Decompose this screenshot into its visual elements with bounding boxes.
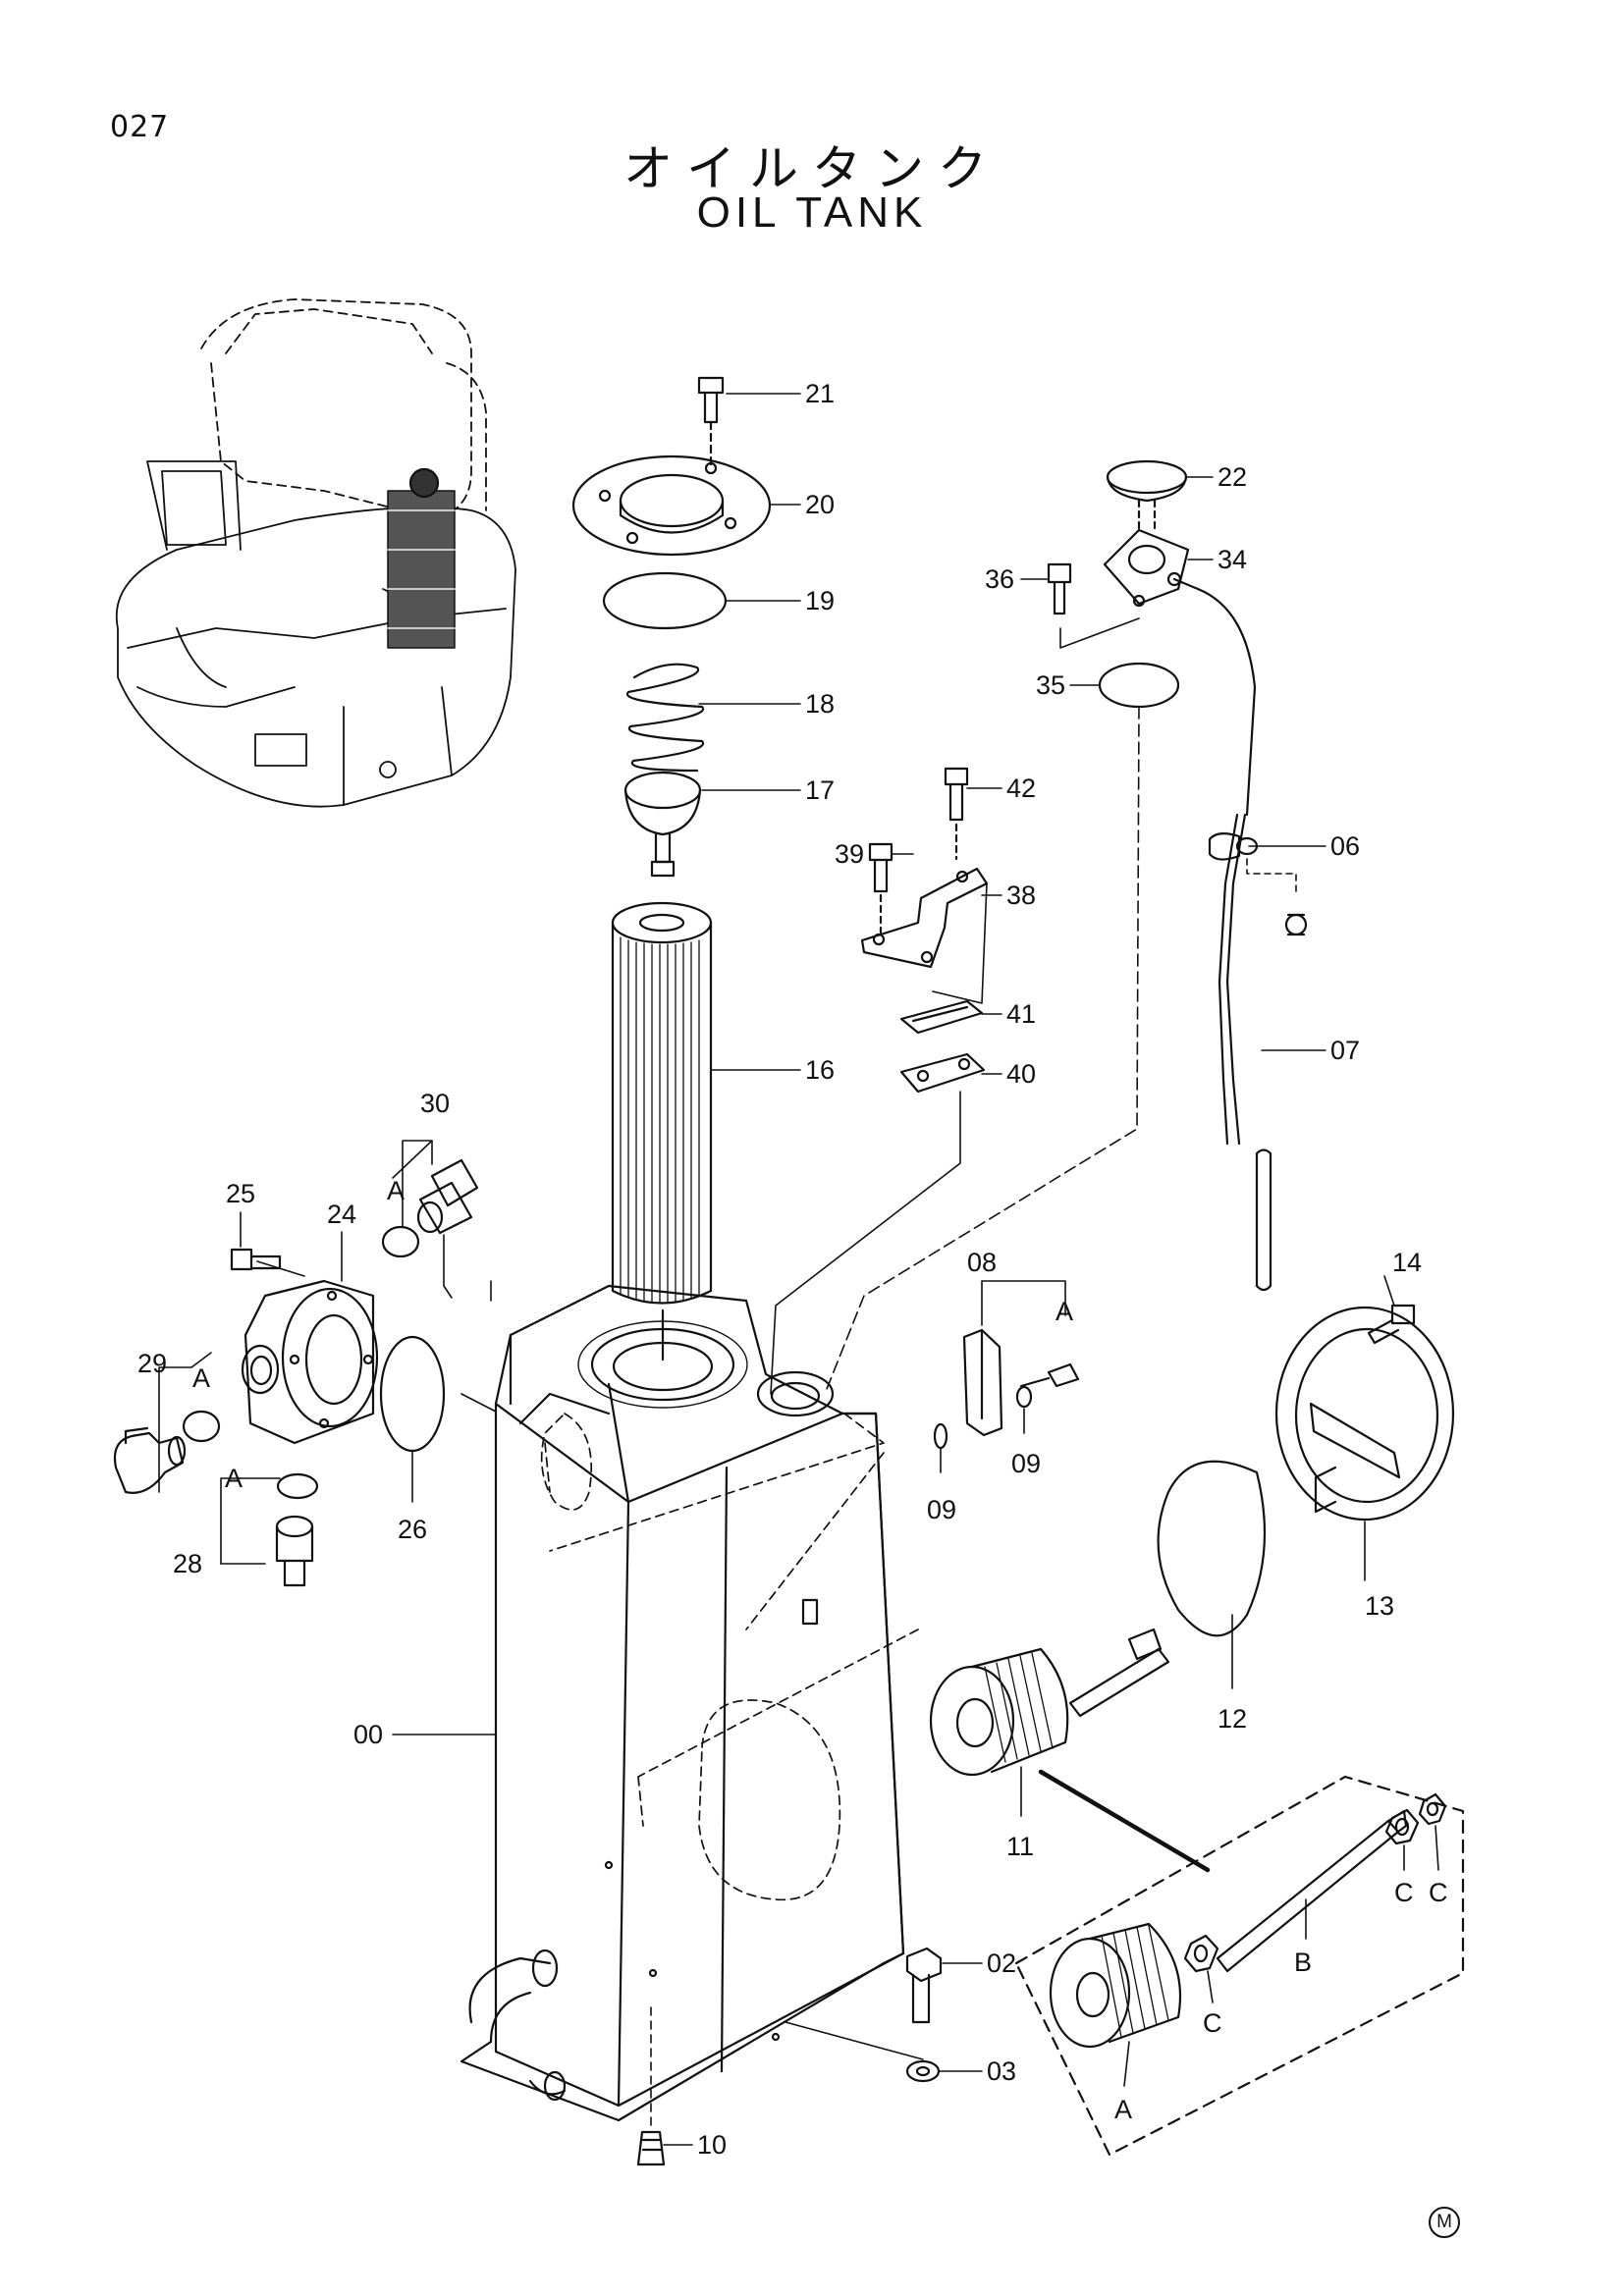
spring-18 — [625, 663, 705, 773]
bolt-36 — [1047, 562, 1140, 649]
callout-42: 42 — [1006, 774, 1036, 803]
filter-cartridge-11 — [929, 1647, 1211, 1873]
bracket-38 — [860, 867, 989, 1004]
callout-24: 24 — [327, 1200, 356, 1229]
dipstick-tube-07 — [1218, 813, 1272, 1292]
callout-40: 40 — [1006, 1059, 1036, 1089]
callout-09a: 09 — [927, 1495, 956, 1524]
callout-38: 38 — [1006, 881, 1036, 910]
letter-a-28: A — [225, 1464, 243, 1493]
o-ring-a-29 — [182, 1410, 221, 1443]
callout-numbers: 21 20 19 18 17 16 22 34 36 35 42 39 38 4… — [137, 379, 1422, 2160]
callout-28: 28 — [173, 1549, 202, 1578]
callout-41: 41 — [1006, 999, 1036, 1029]
callout-26: 26 — [398, 1515, 427, 1544]
plate-41 — [899, 999, 984, 1035]
nipple-28 — [275, 1515, 314, 1587]
flange-24 — [241, 1279, 379, 1445]
cover-plate-20 — [571, 454, 772, 557]
callout-12: 12 — [1218, 1704, 1247, 1734]
bolt-21 — [697, 376, 725, 468]
callout-08: 08 — [967, 1248, 997, 1277]
valve-17 — [623, 771, 702, 878]
callout-39: 39 — [835, 839, 864, 869]
letter-c-kit3: C — [1429, 1878, 1448, 1907]
callout-09b: 09 — [1011, 1449, 1041, 1478]
bolt-39 — [868, 842, 893, 934]
callout-19: 19 — [805, 586, 835, 615]
title-japanese: オイルタンク — [623, 140, 1001, 197]
letter-a-08: A — [1056, 1297, 1073, 1326]
callout-14: 14 — [1392, 1248, 1422, 1277]
kit-nut-c2 — [1384, 1808, 1420, 1845]
callout-11: 11 — [1006, 1832, 1034, 1861]
callout-29: 29 — [137, 1349, 167, 1378]
callout-21: 21 — [805, 379, 835, 408]
machine-oil-tank-highlight — [387, 467, 456, 649]
kit-nut-c1 — [1183, 1934, 1219, 1973]
letter-a-30: A — [387, 1176, 405, 1205]
bolt-a-08 — [1019, 1362, 1080, 1388]
callout-30: 30 — [420, 1089, 450, 1118]
callout-10: 10 — [697, 2130, 727, 2160]
leader-lines — [158, 393, 1439, 2146]
o-ring-a-30 — [381, 1225, 420, 1258]
filler-neck-34 — [1103, 528, 1257, 817]
bolt-02 — [905, 1947, 943, 2024]
letter-a-29: A — [192, 1363, 210, 1393]
washer-09a — [933, 1422, 948, 1450]
kit-box — [1014, 1775, 1465, 2157]
callout-36: 36 — [985, 564, 1014, 594]
kit-nut-c3 — [1418, 1792, 1447, 1826]
title-english: OIL TANK — [696, 188, 928, 237]
cap-22 — [1106, 459, 1188, 532]
plate-40 — [770, 1052, 986, 1395]
callout-35: 35 — [1036, 670, 1065, 700]
plug-10 — [636, 2002, 666, 2166]
letter-a-kit: A — [1114, 2095, 1132, 2124]
machine-overview-body — [115, 460, 516, 808]
filter-element-16 — [611, 901, 713, 1362]
kit-cartridge-a — [1049, 1922, 1182, 2049]
registered-mark: M — [1429, 2207, 1460, 2238]
bolt-25 — [230, 1248, 282, 1271]
letter-callouts: A A A A A B C C C — [192, 1176, 1448, 2124]
callout-00: 00 — [353, 1720, 383, 1749]
page-number: 027 — [110, 110, 170, 144]
rod-b-11 — [1068, 1628, 1170, 1718]
letter-c-kit1: C — [1203, 2008, 1222, 2038]
bolt-42 — [944, 767, 969, 861]
elbow-29 — [113, 1426, 187, 1494]
gasket-12 — [1157, 1460, 1267, 1637]
gasket-19 — [602, 571, 728, 630]
machine-overview-illustration — [200, 298, 487, 521]
cover-13 — [1274, 1306, 1455, 1522]
spacer-08 — [962, 1328, 1003, 1437]
callout-13: 13 — [1365, 1591, 1394, 1621]
letter-b-kit: B — [1294, 1948, 1312, 1977]
o-ring-a-28 — [276, 1472, 319, 1500]
callout-07: 07 — [1330, 1036, 1360, 1065]
bolt-14 — [1367, 1304, 1416, 1345]
washer-03 — [785, 2021, 941, 2083]
callout-16: 16 — [805, 1055, 835, 1085]
callout-06: 06 — [1330, 831, 1360, 861]
letter-c-kit2: C — [1394, 1878, 1414, 1907]
oil-tank-body — [460, 1284, 919, 2122]
callout-02: 02 — [987, 1949, 1016, 1978]
callout-18: 18 — [805, 689, 835, 719]
gasket-35 — [824, 662, 1180, 1395]
callout-17: 17 — [805, 775, 835, 805]
callout-22: 22 — [1218, 462, 1247, 492]
callout-25: 25 — [226, 1179, 255, 1208]
plug-30 — [416, 1158, 479, 1235]
callout-34: 34 — [1218, 545, 1247, 574]
callout-03: 03 — [987, 2056, 1016, 2086]
washer-09b — [1015, 1385, 1033, 1409]
callout-20: 20 — [805, 490, 835, 519]
gasket-26 — [379, 1335, 446, 1453]
